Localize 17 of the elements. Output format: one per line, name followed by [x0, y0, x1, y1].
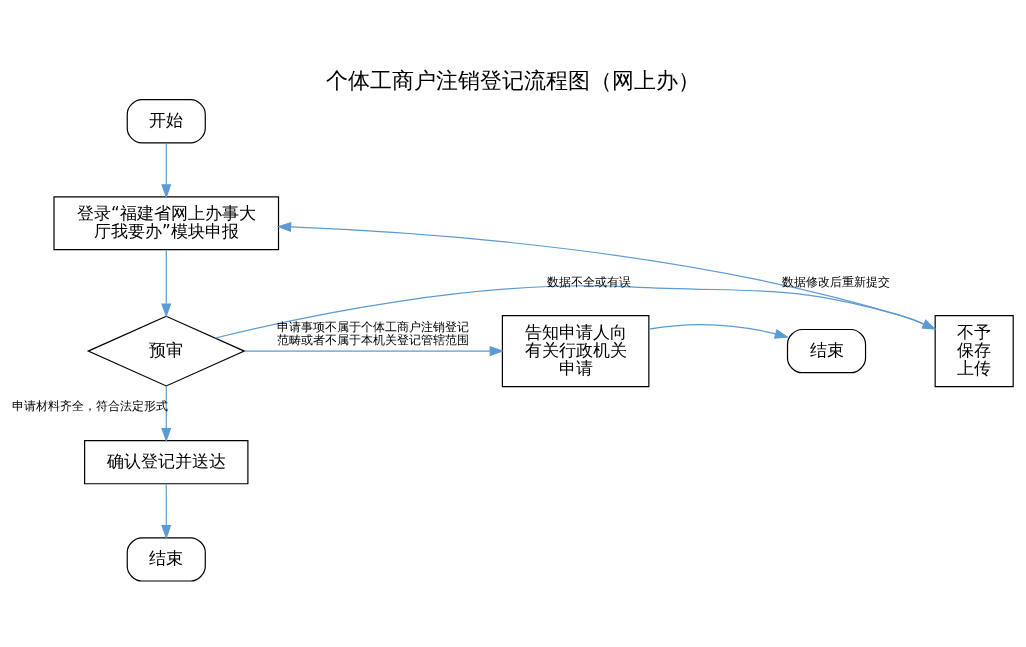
- node-box: 不予保存上传: [934, 315, 1014, 388]
- node-box: 登录“福建省网上办事大厅我要办”模块申报: [52, 196, 279, 251]
- node-box: 结束: [126, 537, 206, 582]
- node-box: 开始: [126, 99, 206, 144]
- arrow: [160, 142, 171, 199]
- node-diamond: 预审: [86, 315, 246, 387]
- edge-label: 数据修改后重新提交: [781, 274, 890, 289]
- edge-label: 申请事项不属于个体工商户注销登记范畴或者不属于本机关登记管辖范围: [276, 319, 469, 347]
- node-box: 告知申请人向有关行政机关申请: [501, 315, 649, 388]
- arrow: [160, 249, 171, 318]
- diagram-title: 个体工商户注销登记流程图（网上办）: [326, 68, 700, 94]
- arrow: [160, 483, 171, 540]
- node-box: 结束: [786, 328, 866, 374]
- arrow: [243, 346, 504, 357]
- node-box: 确认登记并送达: [83, 439, 248, 485]
- edge-label: 数据不全或有误: [546, 274, 631, 289]
- arrow: [648, 323, 789, 339]
